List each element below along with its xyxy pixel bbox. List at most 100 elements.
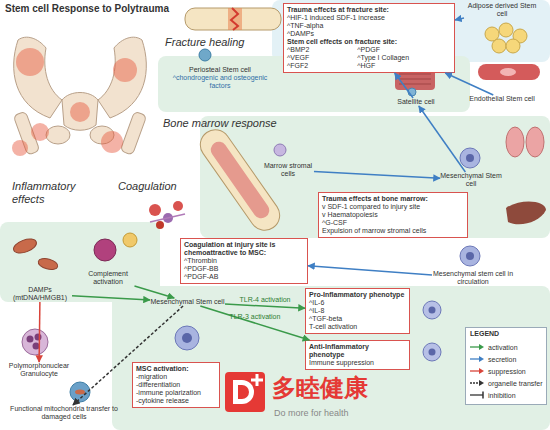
cell-label: DAMPs (mtDNA/HMGB1)	[8, 286, 72, 302]
cells	[33, 343, 40, 350]
section-label: Inflammatory effects	[12, 180, 102, 205]
connector-arrow	[445, 73, 493, 95]
legend-title: LEGEND	[470, 330, 540, 338]
trauma-blotches	[113, 58, 137, 82]
blood-vessel	[478, 64, 540, 80]
box-text: Complement activation	[78, 270, 138, 286]
box-text: -immune polarization	[136, 389, 216, 397]
cells	[22, 144, 480, 402]
platelets	[149, 204, 161, 216]
pelvis-illustration	[46, 126, 70, 144]
box-text: ^HIF-1 induced SDF-1 increase	[287, 14, 451, 22]
platelets	[156, 221, 164, 229]
legend: activation secretion suppression organelle …	[469, 341, 542, 401]
background-panels	[112, 286, 550, 430]
connector-arrow	[455, 18, 464, 20]
box-text: T-cell activation	[309, 323, 406, 331]
muscle-satellite-cell	[399, 74, 431, 84]
legend-text: organelle transfer	[488, 380, 542, 387]
connector-arrow	[225, 304, 305, 308]
activation-box: MSC activation:-migration-differentiatio…	[132, 362, 220, 408]
cell-label: Mesenchymal Stem cell	[440, 172, 502, 188]
cell-label: Marrow stromal cells	[262, 162, 314, 178]
legend-line	[470, 370, 480, 371]
box-text: ^IL-6	[309, 299, 406, 307]
cells	[75, 390, 85, 395]
organs	[506, 201, 546, 224]
box-text: Periosteal Stem cell	[168, 66, 272, 74]
cells	[460, 246, 480, 266]
legend-sample	[469, 367, 485, 375]
organs	[526, 127, 544, 157]
cell-label: Satellite cell	[390, 98, 442, 106]
box-text: ^PDGF-BB	[184, 265, 304, 273]
edge-label: TLR-4 activation	[240, 296, 291, 304]
legend-text: suppression	[488, 368, 526, 375]
effects-box: Trauma effects at bone marrow:v SDF-1 co…	[318, 192, 468, 238]
section-label: Bone marrow response	[163, 117, 288, 130]
legend-text: secretion	[488, 356, 516, 363]
cells	[182, 333, 192, 343]
legend-arrowhead	[479, 344, 484, 350]
box-text: Satellite cell	[390, 98, 442, 106]
watermark-logo	[233, 380, 254, 404]
legend-text: activation	[488, 344, 518, 351]
legend-item: activation	[469, 341, 542, 353]
marrow-bone	[194, 124, 285, 236]
cells	[429, 349, 436, 356]
cells	[466, 252, 474, 260]
fractured-bone	[199, 49, 211, 61]
diagram-title: Stem cell Response to Polytrauma	[5, 3, 205, 15]
cells	[22, 329, 48, 355]
pelvis-illustration	[62, 93, 98, 131]
box-text: ^IL-8	[309, 307, 406, 315]
box-text: ^HGF	[357, 62, 451, 70]
legend-sample	[469, 343, 485, 351]
platelets	[173, 201, 183, 211]
box-text: Functional mitochondria transfer to dama…	[5, 405, 123, 421]
trauma-blotches	[12, 140, 28, 156]
connector-arrow	[38, 302, 40, 362]
legend-sample	[469, 379, 485, 387]
box-text: Expulsion of marrow stromal cells	[322, 227, 464, 235]
adipose-cells	[499, 23, 513, 37]
cells	[466, 154, 474, 162]
trauma-blotches	[16, 48, 44, 76]
box-text: ^chondrogenic and osteogenic factors	[168, 74, 272, 90]
box-text: Endothelial Stem cell	[462, 95, 542, 103]
box-text: DAMPs (mtDNA/HMGB1)	[8, 286, 72, 302]
trauma-blotches	[31, 123, 49, 141]
box-text: Adipose derived Stem cell	[462, 2, 542, 18]
box-text: ^G-CSF	[322, 219, 464, 227]
legend-item: organelle transfer	[469, 377, 542, 389]
box-text: Mesenchymal Stem cell	[150, 298, 225, 306]
effects-box: Trauma effects at fracture site:^HIF-1 i…	[283, 3, 455, 73]
box-text: -migration	[136, 373, 216, 381]
effects-box: Coagulation at injury site is chemoattra…	[180, 238, 308, 284]
cells	[175, 326, 199, 350]
organs	[506, 127, 546, 224]
watermark-logo	[238, 385, 249, 399]
pelvis-illustration	[13, 37, 147, 155]
fractured-bone	[185, 8, 281, 30]
cell-label: Functional mitochondria transfer to dama…	[5, 405, 123, 421]
box-text: Marrow stromal cells	[262, 162, 314, 178]
box-text: ^PDGF	[357, 46, 451, 54]
organs	[506, 127, 524, 157]
section-label: Coagulation	[118, 180, 193, 193]
box-text: ^VEGF	[287, 54, 351, 62]
cells	[70, 382, 90, 402]
legend-item: suppression	[469, 365, 542, 377]
adipose-cells	[492, 39, 506, 53]
fractured-bone	[231, 8, 238, 30]
box-heading: Anti-Inflammatory phenotype	[309, 343, 406, 359]
legend-line	[470, 382, 480, 383]
legend-sample	[469, 355, 485, 363]
watermark-logo	[225, 372, 265, 412]
platelets	[149, 201, 185, 229]
box-text: Mesenchymal stem cell in circulation	[432, 270, 514, 286]
box-text: v SDF-1 compared to injury site	[322, 203, 464, 211]
cell-label: Periosteal Stem cell^chondrogenic and os…	[168, 66, 272, 90]
cells	[274, 144, 286, 156]
